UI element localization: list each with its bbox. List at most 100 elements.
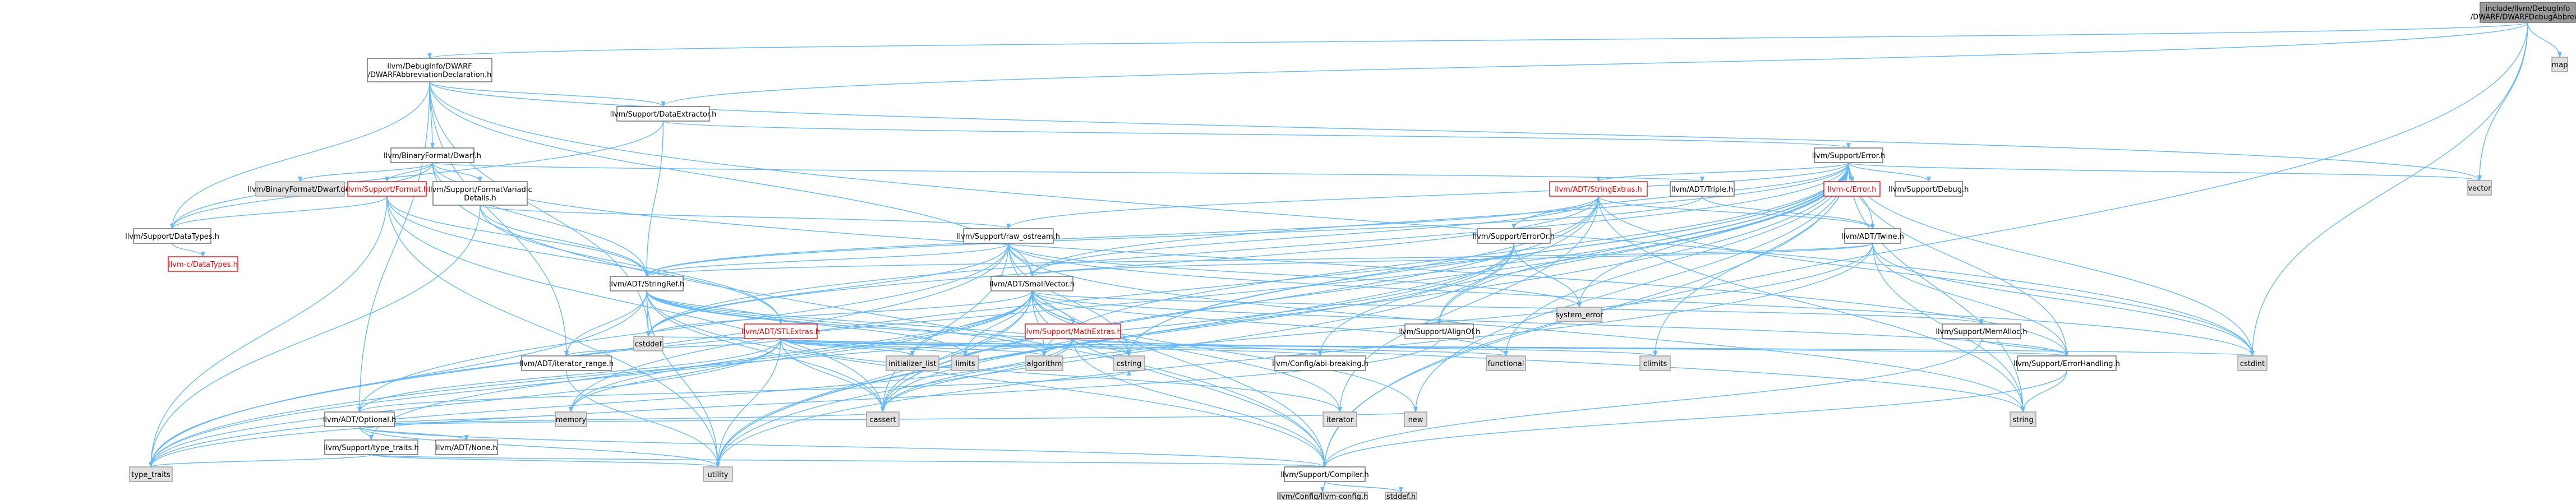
edge-root-to-map — [2527, 22, 2562, 58]
node-stringref[interactable]: llvm/ADT/StringRef.h — [609, 276, 684, 291]
node-alignof[interactable]: llvm/Support/AlignOf.h — [1398, 323, 1481, 339]
edge-smallvec-to-utility — [716, 290, 1033, 467]
edge-twine-to-cstdint — [1872, 243, 2255, 357]
edge-decl-to-smallvec — [429, 81, 1034, 277]
node-memory-box — [555, 411, 587, 427]
node-dataext[interactable]: llvm/Support/DataExtractor.h — [610, 106, 717, 122]
edge-erroror-to-utility — [716, 243, 1514, 467]
edge-error-to-rawos — [1006, 162, 1849, 229]
node-climits-label: climits — [1643, 360, 1667, 368]
node-mathextras[interactable]: llvm/Support/MathExtras.h — [1024, 323, 1122, 339]
node-iterrange[interactable]: llvm/ADT/iterator_range.h — [519, 355, 614, 371]
edge-mathextras-to-climits — [1072, 338, 1657, 357]
node-triple-box — [1670, 181, 1735, 197]
node-cerror-label: llvm-c/Error.h — [1828, 186, 1877, 194]
edge-decl-to-cstddef — [429, 81, 651, 337]
node-cstddef-box — [633, 336, 663, 351]
node-cdatatypes-label: llvm-c/DataTypes.h — [168, 261, 238, 269]
edge-fmtvar-to-stringref — [480, 205, 649, 277]
edge-erroror-to-cassert — [881, 243, 1514, 413]
node-errhandling[interactable]: llvm/Support/ErrorHandling.h — [2013, 355, 2120, 371]
edge-mathextras-to-limits — [963, 338, 1073, 357]
node-typetraitsh[interactable]: llvm/Support/type_traits.h — [324, 439, 419, 455]
node-datatypes[interactable]: llvm/Support/DataTypes.h — [125, 228, 219, 244]
node-stlextras[interactable]: llvm/ADT/STLExtras.h — [741, 323, 820, 339]
node-error[interactable]: llvm/Support/Error.h — [1812, 147, 1886, 163]
node-root[interactable]: include/llvm/DebugInfo/DWARF/DWARFDebugA… — [2471, 2, 2576, 23]
edge-stringref-to-cstring — [646, 290, 1131, 357]
edge-stlextras-to-cstdint — [780, 338, 2254, 357]
node-stringref-box — [610, 276, 684, 291]
node-format[interactable]: llvm/Support/Format.h — [346, 181, 428, 197]
node-memalloc-box — [1942, 323, 2021, 339]
edge-errhandling-to-string — [2021, 370, 2067, 413]
node-error-label: llvm/Support/Error.h — [1812, 152, 1886, 160]
node-cdatatypes[interactable]: llvm-c/DataTypes.h — [168, 256, 238, 272]
node-cstddef-label: cstddef — [635, 340, 662, 349]
node-dwarfdef-label: llvm/BinaryFormat/Dwarf.def — [248, 186, 353, 194]
edge-rawos-to-stringref — [644, 243, 1009, 277]
node-memalloc[interactable]: llvm/Support/MemAlloc.h — [1936, 323, 2027, 339]
node-initlist-box — [886, 355, 939, 371]
node-root-box — [2480, 2, 2576, 23]
node-optional[interactable]: llvm/ADT/Optional.h — [323, 411, 397, 427]
edge-smallvec-to-errhandling — [1031, 290, 2069, 357]
node-compiler[interactable]: llvm/Support/Compiler.h — [1280, 466, 1369, 482]
node-new-label: new — [1408, 416, 1423, 424]
node-limits: limits — [951, 355, 979, 371]
node-triple[interactable]: llvm/ADT/Triple.h — [1670, 181, 1735, 197]
edge-strextras-to-twine — [1598, 196, 1875, 229]
node-none[interactable]: llvm/ADT/None.h — [435, 439, 498, 455]
edge-strextras-to-cstddef — [646, 196, 1599, 337]
edge-stringref-to-cassert — [646, 290, 885, 413]
node-root-label: include/llvm/DebugInfo — [2486, 5, 2570, 13]
node-abibreak[interactable]: llvm/Config/abi-breaking.h — [1272, 355, 1368, 371]
node-fmtvar-label: llvm/Support/FormatVariadic — [428, 186, 532, 195]
edge-format-to-typetraits — [149, 196, 388, 467]
edge-decl-to-cstdint — [429, 81, 2255, 357]
node-debug[interactable]: llvm/Support/Debug.h — [1889, 181, 1969, 197]
node-compiler-box — [1284, 466, 1366, 482]
edge-erroror-to-alignof — [1437, 243, 1514, 325]
node-twine[interactable]: llvm/ADT/Twine.h — [1841, 228, 1904, 244]
node-decl-label: /DWARFAbbreviationDeclaration.h — [368, 71, 492, 80]
edge-mathextras-to-cassert — [881, 338, 1073, 413]
node-erroror[interactable]: llvm/Support/ErrorOr.h — [1473, 228, 1555, 244]
node-erroror-label: llvm/Support/ErrorOr.h — [1473, 233, 1555, 241]
edge-fmtvar-to-typetraits — [149, 205, 481, 467]
node-dwarf[interactable]: llvm/BinaryFormat/Dwarf.h — [384, 147, 481, 163]
node-typetraits: type_traits — [129, 466, 173, 482]
node-alignof-box — [1404, 323, 1474, 339]
node-llvmconfig-box — [1277, 492, 1368, 500]
node-decl[interactable]: llvm/DebugInfo/DWARF/DWARFAbbreviationDe… — [367, 58, 492, 82]
node-smallvec[interactable]: llvm/ADT/SmallVector.h — [989, 276, 1075, 291]
node-iterator: iterator — [1322, 411, 1357, 427]
node-new: new — [1404, 411, 1427, 427]
node-strextras[interactable]: llvm/ADT/StringExtras.h — [1549, 181, 1648, 197]
node-utility: utility — [703, 466, 733, 482]
edge-mathextras-to-typetraits — [149, 338, 1073, 467]
node-error-box — [1814, 147, 1883, 163]
edge-dwarf-to-stringref — [432, 162, 649, 277]
edge-stringref-to-utility — [646, 290, 720, 467]
node-rawos[interactable]: llvm/Support/raw_ostream.h — [957, 228, 1060, 244]
node-decl-label: llvm/DebugInfo/DWARF — [387, 63, 472, 71]
node-errhandling-label: llvm/Support/ErrorHandling.h — [2013, 360, 2120, 368]
node-cerror[interactable]: llvm-c/Error.h — [1823, 181, 1881, 197]
edge-smallvec-to-memory — [569, 290, 1033, 413]
node-cstring-box — [1113, 355, 1145, 371]
edge-error-to-errhandling — [1848, 162, 2069, 357]
node-stlextras-box — [744, 323, 818, 339]
edge-optional-to-cstring — [359, 370, 1131, 413]
node-layer: include/llvm/DebugInfo/DWARF/DWARFDebugA… — [125, 2, 2576, 500]
edge-dwarf-to-fmtvar — [432, 162, 482, 182]
node-initlist: initializer_list — [886, 355, 939, 371]
node-iterrange-label: llvm/ADT/iterator_range.h — [519, 360, 614, 368]
edge-decl-to-dataext — [429, 81, 666, 107]
node-format-label: llvm/Support/Format.h — [346, 186, 428, 194]
node-cassert-label: cassert — [869, 416, 896, 424]
node-limits-box — [951, 355, 979, 371]
edge-error-to-strextras — [1596, 162, 1849, 182]
node-compiler-label: llvm/Support/Compiler.h — [1280, 471, 1368, 479]
